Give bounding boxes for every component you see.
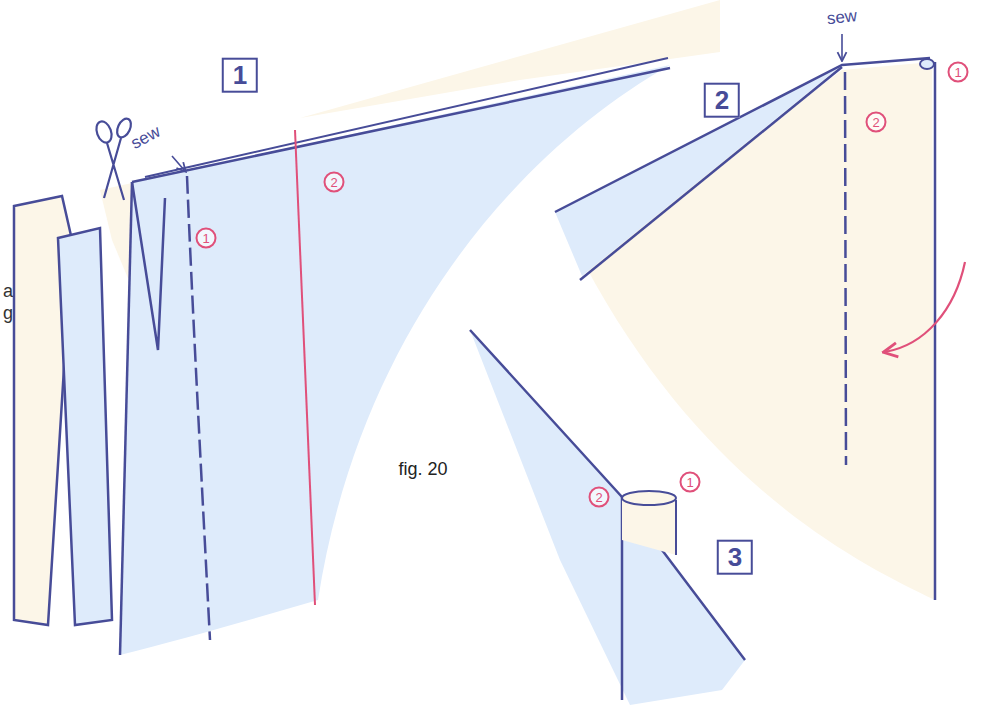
seam-line: [845, 72, 846, 465]
edge-text: g: [3, 304, 13, 324]
callout-number: 1: [196, 228, 217, 249]
callout-number: 2: [589, 487, 610, 508]
label-anchor: 2: [866, 112, 887, 133]
callout-number: 1: [680, 472, 701, 493]
fabric-front: [555, 65, 842, 276]
fold-curl: [920, 59, 934, 69]
pointer-arrow: [841, 34, 843, 60]
seam-line: [295, 130, 315, 605]
label-anchor: sew: [826, 7, 858, 29]
callout-number: 2: [324, 172, 345, 193]
fabric-edge: [470, 330, 745, 660]
label-anchor: 2: [704, 83, 740, 118]
fabric-edge: [555, 58, 930, 212]
fabric-edge: [120, 182, 132, 655]
label-anchor: g: [3, 304, 13, 324]
caption-anchor: fig. 20: [398, 460, 447, 480]
label-anchor: sew: [128, 123, 163, 154]
label-anchor: 2: [324, 172, 345, 193]
step-number: 2: [704, 83, 740, 118]
fabric-edge: [580, 67, 842, 280]
label-anchor: 1: [680, 472, 701, 493]
pointer-arrow: [172, 156, 185, 171]
label-anchor: 2: [589, 487, 610, 508]
label-anchor: 1: [196, 228, 217, 249]
scissors-symbol: [94, 116, 134, 200]
fabric-back: [585, 62, 935, 600]
folded-tube: [675, 500, 677, 555]
callout-number: 2: [866, 112, 887, 133]
sew-note: sew: [826, 7, 858, 29]
label-anchor: a: [3, 282, 13, 302]
label-anchor: 1: [948, 62, 969, 83]
fabric-edge: [132, 68, 670, 182]
panel-three: [470, 330, 745, 705]
notch: [132, 182, 165, 350]
label-anchor: 3: [717, 540, 753, 575]
edge-text: a: [3, 282, 13, 302]
fabric-front: [470, 330, 745, 705]
callout-number: 1: [948, 62, 969, 83]
figure-caption: fig. 20: [398, 460, 447, 480]
label-anchor: 1: [222, 58, 258, 93]
fabric-edge: [145, 58, 668, 177]
fold-arrow: [885, 262, 965, 352]
folded-strip: [58, 228, 112, 625]
step-number: 1: [222, 58, 258, 93]
sew-note: sew: [128, 123, 163, 154]
step-number: 3: [717, 540, 753, 575]
fold-edge: [934, 62, 937, 600]
folded-tube: [622, 491, 676, 505]
